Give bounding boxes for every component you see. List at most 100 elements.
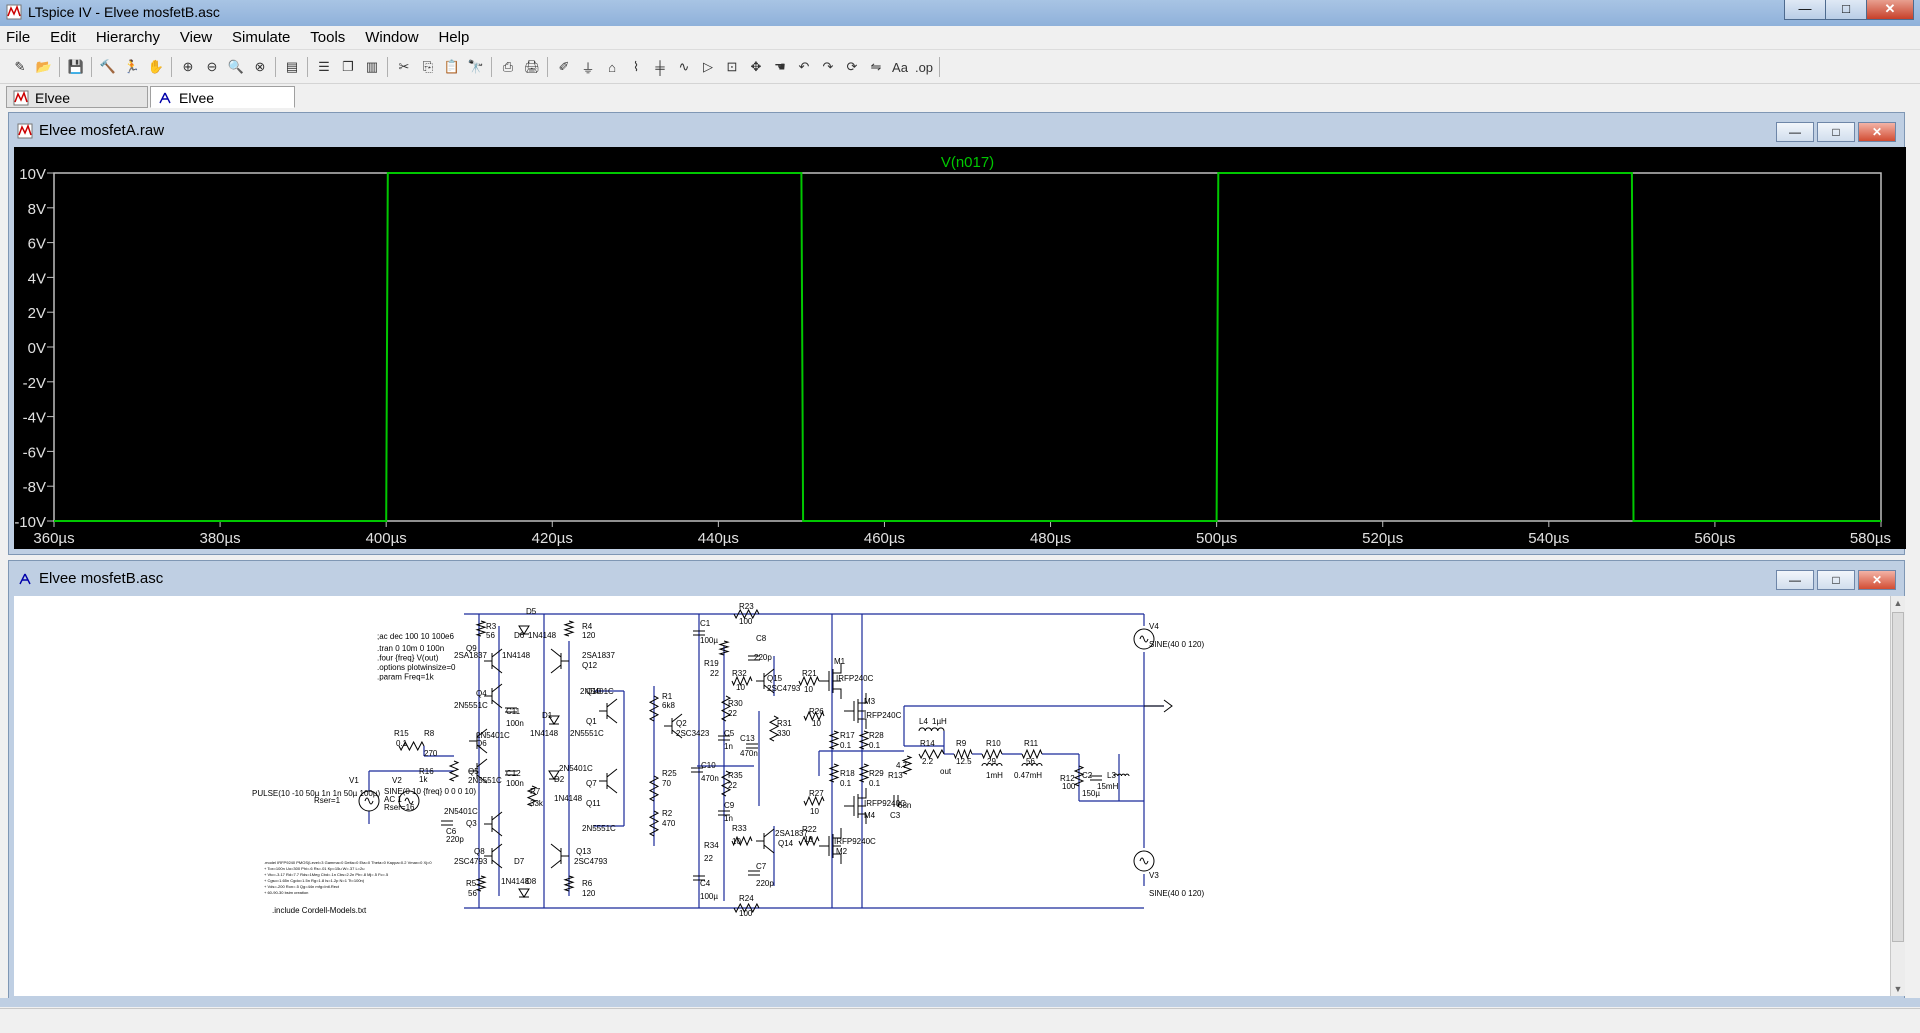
label-r3: R3 (486, 622, 497, 631)
label-r9: R9 (956, 739, 967, 748)
save-icon[interactable]: 💾 (67, 59, 85, 74)
open-icon[interactable]: 📂 (35, 59, 53, 74)
schematic-minimize-button[interactable]: — (1776, 570, 1814, 590)
waveform-window-titlebar[interactable]: Elvee mosfetA.raw — □ ✕ (9, 113, 1904, 147)
cut-icon[interactable]: ✂ (398, 59, 410, 74)
zoom-cancel-icon[interactable]: ⊗ (254, 59, 266, 74)
move-icon[interactable]: ✥ (750, 59, 762, 74)
maximize-button[interactable]: □ (1825, 0, 1867, 20)
label-r34: R34 (704, 841, 719, 850)
minimize-button[interactable]: — (1784, 0, 1826, 20)
v3-source-text: SINE(40 0 120) (1149, 889, 1204, 898)
paste-icon[interactable]: 📋 (443, 59, 461, 74)
tab-mosfetb-asc[interactable]: Elvee mosfetB.asc (150, 86, 295, 128)
transistor-symbol (599, 768, 618, 794)
control-panel-icon[interactable]: 🔨 (99, 59, 117, 74)
new-schematic-icon[interactable]: ✎ (14, 59, 26, 74)
diode-icon[interactable]: ▷ (703, 59, 713, 74)
toolbar-separator (547, 57, 548, 77)
drag-icon[interactable]: ☚ (774, 59, 786, 74)
rotate-icon[interactable]: ⟳ (846, 59, 858, 74)
cascade-icon[interactable]: ❐ (342, 59, 354, 74)
mosfet-symbol (844, 788, 867, 824)
label-l1v: 1mH (986, 771, 1003, 780)
menu-edit[interactable]: Edit (50, 29, 76, 46)
menu-view[interactable]: View (179, 29, 213, 46)
label-q7: Q7 (586, 779, 597, 788)
plot-frame (53, 172, 1882, 522)
draw-wire-icon[interactable]: ✐ (558, 59, 570, 74)
label-r32: R32 (732, 669, 747, 678)
waveform-close-button[interactable]: ✕ (1858, 122, 1896, 142)
schematic-window-titlebar[interactable]: Elvee mosfetB.asc — □ ✕ (9, 561, 1904, 595)
menu-window[interactable]: Window (365, 29, 419, 46)
x-tick-label: 580µs (1850, 530, 1891, 547)
schematic-canvas[interactable]: ;ac dec 100 10 100e6.tran 0 10m 0 100n.f… (14, 596, 1890, 996)
copy-icon[interactable]: ⎘ (422, 59, 434, 74)
window-title: LTspice IV - Elvee mosfetB.asc (28, 4, 220, 20)
label-q3: Q3 (466, 819, 477, 828)
schematic-restore-button[interactable]: □ (1817, 570, 1855, 590)
text-icon[interactable]: Aa (892, 59, 908, 75)
label-r1: R1 (662, 692, 673, 701)
find-icon[interactable]: 🔭 (467, 59, 485, 74)
schematic-vertical-scrollbar[interactable]: ▲ ▼ (1890, 596, 1905, 996)
tile-vertical-icon[interactable]: ▥ (365, 59, 379, 74)
menu-file[interactable]: File (6, 29, 31, 46)
menu-hierarchy[interactable]: Hierarchy (95, 29, 160, 46)
mosfet-symbol (819, 828, 842, 864)
scroll-thumb[interactable] (1892, 612, 1904, 942)
capacitor-icon[interactable]: ╪ (655, 59, 665, 75)
v4-source-text: SINE(40 0 120) (1149, 640, 1204, 649)
label-r19: R19 (704, 659, 719, 668)
close-button[interactable]: ✕ (1866, 0, 1914, 20)
autorange-icon[interactable]: ▤ (285, 59, 299, 74)
voltage-source-symbol (398, 790, 420, 812)
resistor-icon[interactable]: ⌇ (632, 59, 640, 74)
redo-icon[interactable]: ↷ (822, 59, 834, 74)
component-icon[interactable]: ⊡ (726, 59, 738, 74)
scroll-up-icon[interactable]: ▲ (1893, 598, 1903, 608)
schematic-close-button[interactable]: ✕ (1858, 570, 1896, 590)
menu-help[interactable]: Help (438, 29, 470, 46)
waveform-minimize-button[interactable]: — (1776, 122, 1814, 142)
ground-icon[interactable]: ⏚ (581, 60, 595, 76)
label-c12: C12 (506, 769, 521, 778)
resistor-symbol (648, 810, 660, 837)
mosfet-symbol (844, 693, 867, 729)
label-m2v: IRFP9240C (834, 837, 876, 846)
label-r14: R14 (920, 739, 935, 748)
label-c7v: 220p (756, 879, 774, 888)
resistor-symbol (448, 760, 460, 782)
transistor-symbol (599, 698, 618, 724)
label-d6: D6 (514, 631, 525, 640)
undo-icon[interactable]: ↶ (798, 59, 810, 74)
inductor-icon[interactable]: ∿ (678, 59, 690, 74)
label-c2v: 150µ (1082, 789, 1100, 798)
y-tick-label: -8V (23, 479, 46, 496)
print-setup-icon[interactable]: ⎙ (502, 59, 514, 74)
x-tick-label: 440µs (698, 530, 739, 547)
title-bar: LTspice IV - Elvee mosfetB.asc — □ ✕ (0, 0, 1920, 26)
spice-directive-icon[interactable]: .op (914, 59, 934, 75)
waveform-restore-button[interactable]: □ (1817, 122, 1855, 142)
zoom-out-icon[interactable]: ⊖ (206, 59, 218, 74)
zoom-in-icon[interactable]: ⊕ (182, 59, 194, 74)
menu-tools[interactable]: Tools (310, 29, 346, 46)
mirror-icon[interactable]: ⇋ (870, 59, 882, 74)
tab-mosfeta-raw[interactable]: Elvee mosfetA.raw (6, 86, 148, 128)
scroll-down-icon[interactable]: ▼ (1893, 984, 1903, 994)
status-bar (0, 1008, 1920, 1033)
resistor-symbol (803, 710, 825, 722)
y-tick-label: 4V (28, 270, 46, 287)
tile-horizontal-icon[interactable]: ☰ (318, 59, 330, 74)
resistor-symbol (475, 875, 487, 892)
print-icon[interactable]: 🖨 (523, 59, 541, 74)
label-net-icon[interactable]: ⌂ (608, 59, 616, 75)
zoom-area-icon[interactable]: 🔍 (227, 59, 245, 74)
halt-icon[interactable]: ✋ (147, 59, 165, 74)
menu-simulate[interactable]: Simulate (232, 29, 291, 46)
run-icon[interactable]: 🏃 (123, 59, 141, 74)
waveform-icon (17, 123, 33, 139)
